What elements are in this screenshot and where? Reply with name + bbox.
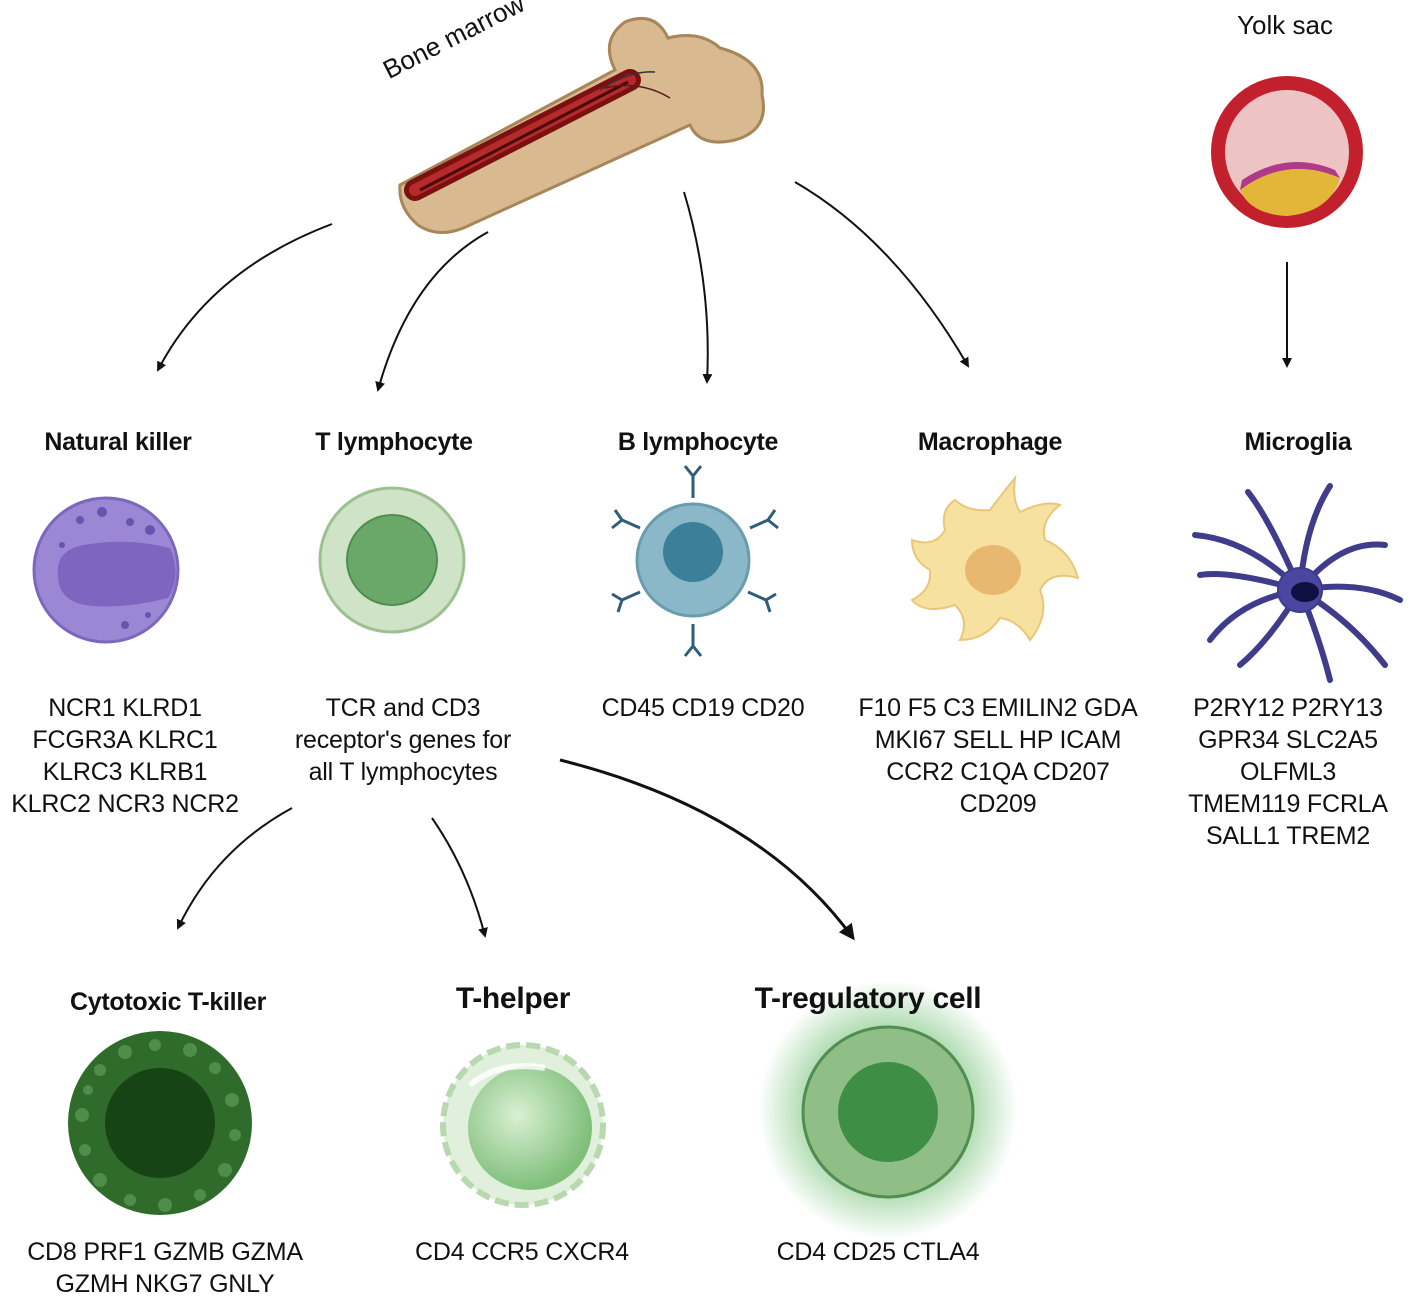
gene-line: CD8 PRF1 GZMB GZMA <box>27 1238 303 1266</box>
t-lymphocyte-genes: TCR and CD3 receptor's genes for all T l… <box>268 692 538 788</box>
t-helper-genes: CD4 CCR5 CXCR4 <box>390 1236 654 1268</box>
ctl-illustration <box>68 1031 252 1215</box>
treg-title: T-regulatory cell <box>754 982 982 1015</box>
macrophage-illustration <box>910 474 1080 642</box>
gene-line: FCGR3A KLRC1 <box>32 726 218 754</box>
treg-genes: CD4 CD25 CTLA4 <box>740 1236 1016 1268</box>
ctl-genes: CD8 PRF1 GZMB GZMA GZMH NKG7 GNLY <box>0 1236 330 1300</box>
arrow-to-th <box>431 817 488 938</box>
t-helper-illustration <box>440 1042 606 1208</box>
t-lymphocyte-title: T lymphocyte <box>315 428 473 456</box>
arrow-to-treg <box>559 758 855 941</box>
arrow-to-macrophage <box>794 181 970 368</box>
nk-title: Natural killer <box>44 428 192 456</box>
gene-line: P2RY12 P2RY13 <box>1193 694 1383 722</box>
b-lymphocyte-illustration <box>611 465 779 657</box>
gene-line: TCR and CD3 <box>325 694 481 722</box>
gene-line: OLFML3 <box>1239 758 1337 786</box>
arrow-to-t <box>375 231 489 392</box>
gene-line: KLRC3 KLRB1 <box>42 758 208 786</box>
gene-line: CD4 CCR5 CXCR4 <box>415 1238 629 1266</box>
gene-line: all T lymphocytes <box>308 758 498 786</box>
gene-line: receptor's genes for <box>294 726 512 754</box>
microglia-genes: P2RY12 P2RY13 GPR34 SLC2A5 OLFML3 TMEM11… <box>1170 692 1406 852</box>
gene-line: TMEM119 FCRLA <box>1188 790 1388 818</box>
gene-line: KLRC2 NCR3 NCR2 <box>11 790 239 818</box>
gene-line: GPR34 SLC2A5 <box>1198 726 1378 754</box>
gene-line: GZMH NKG7 GNLY <box>55 1270 275 1298</box>
microglia-illustration <box>1192 483 1403 683</box>
gene-line: CD45 CD19 CD20 <box>601 694 805 722</box>
gene-line: SALL1 TREM2 <box>1205 822 1371 850</box>
arrow-to-nk <box>157 223 333 372</box>
treg-illustration <box>758 980 1018 1240</box>
t-helper-title: T-helper <box>455 982 571 1015</box>
b-lymphocyte-genes: CD45 CD19 CD20 <box>578 692 828 724</box>
nk-cell-illustration <box>32 496 180 644</box>
macrophage-genes: F10 F5 C3 EMILIN2 GDA MKI67 SELL HP ICAM… <box>838 692 1158 820</box>
gene-line: F10 F5 C3 EMILIN2 GDA <box>858 694 1138 722</box>
gene-line: CCR2 C1QA CD207 <box>886 758 1110 786</box>
macrophage-title: Macrophage <box>917 428 1063 456</box>
t-lymphocyte-illustration <box>318 486 466 634</box>
yolk-sac-label: Yolk sac <box>1237 10 1333 40</box>
nk-genes: NCR1 KLRD1 FCGR3A KLRC1 KLRC3 KLRB1 KLRC… <box>0 692 250 820</box>
arrow-to-ctl <box>176 807 293 930</box>
arrow-to-b <box>683 191 713 384</box>
b-lymphocyte-title: B lymphocyte <box>617 428 779 456</box>
yolk-sac-illustration <box>1211 76 1363 228</box>
gene-line: CD4 CD25 CTLA4 <box>776 1238 980 1266</box>
microglia-title: Microglia <box>1244 428 1352 456</box>
bone-marrow-illustration <box>398 17 765 234</box>
gene-line: CD209 <box>959 790 1037 818</box>
gene-line: NCR1 KLRD1 <box>48 694 202 722</box>
ctl-title: Cytotoxic T-killer <box>69 988 267 1016</box>
gene-line: MKI67 SELL HP ICAM <box>874 726 1122 754</box>
